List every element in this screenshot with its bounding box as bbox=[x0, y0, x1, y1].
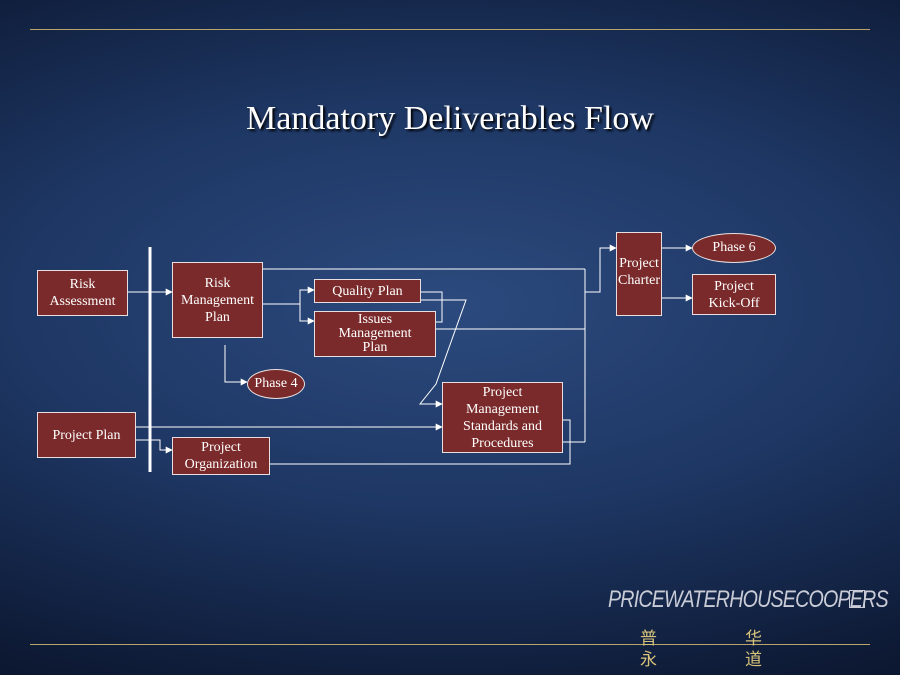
arrow-rmp-to-imp bbox=[299, 304, 315, 325]
line-org-to-pms bbox=[270, 419, 571, 465]
node-phase4: Phase 4 bbox=[247, 369, 305, 399]
line-qp-right bbox=[421, 291, 443, 323]
node-project-plan: Project Plan bbox=[37, 412, 136, 458]
node-project-kickoff: Project Kick-Off bbox=[692, 274, 776, 315]
cn-char-1: 普 bbox=[640, 629, 657, 649]
node-project-organization: Project Organization bbox=[172, 437, 270, 475]
slide-title: Mandatory Deliverables Flow bbox=[246, 100, 654, 137]
bottom-rule bbox=[30, 644, 870, 645]
cn-char-4: 道 bbox=[745, 650, 762, 670]
arrow-rmp-to-qp bbox=[263, 286, 315, 305]
node-project-charter: Project Charter bbox=[616, 232, 662, 316]
pwc-logo-mark-icon bbox=[849, 590, 865, 608]
node-issues-management-plan: Issues Management Plan bbox=[314, 311, 436, 357]
node-phase6: Phase 6 bbox=[692, 233, 776, 263]
node-risk-management-plan: Risk Management Plan bbox=[172, 262, 263, 338]
node-risk-assessment: Risk Assessment bbox=[37, 270, 128, 316]
pwc-logo: PRICEWATERHOUSECOOPERS bbox=[608, 586, 889, 613]
arrow-bus-to-charter bbox=[585, 244, 617, 293]
node-pm-standards: Project Management Standards and Procedu… bbox=[442, 382, 563, 453]
cn-char-3: 华 bbox=[745, 629, 762, 649]
cn-char-2: 永 bbox=[640, 650, 657, 670]
arrow-qp-to-pms bbox=[418, 299, 467, 408]
top-rule bbox=[30, 29, 870, 30]
arrow-rmp-to-phase4 bbox=[224, 345, 248, 386]
arrow-pp-to-org bbox=[136, 439, 173, 454]
node-quality-plan: Quality Plan bbox=[314, 279, 421, 303]
